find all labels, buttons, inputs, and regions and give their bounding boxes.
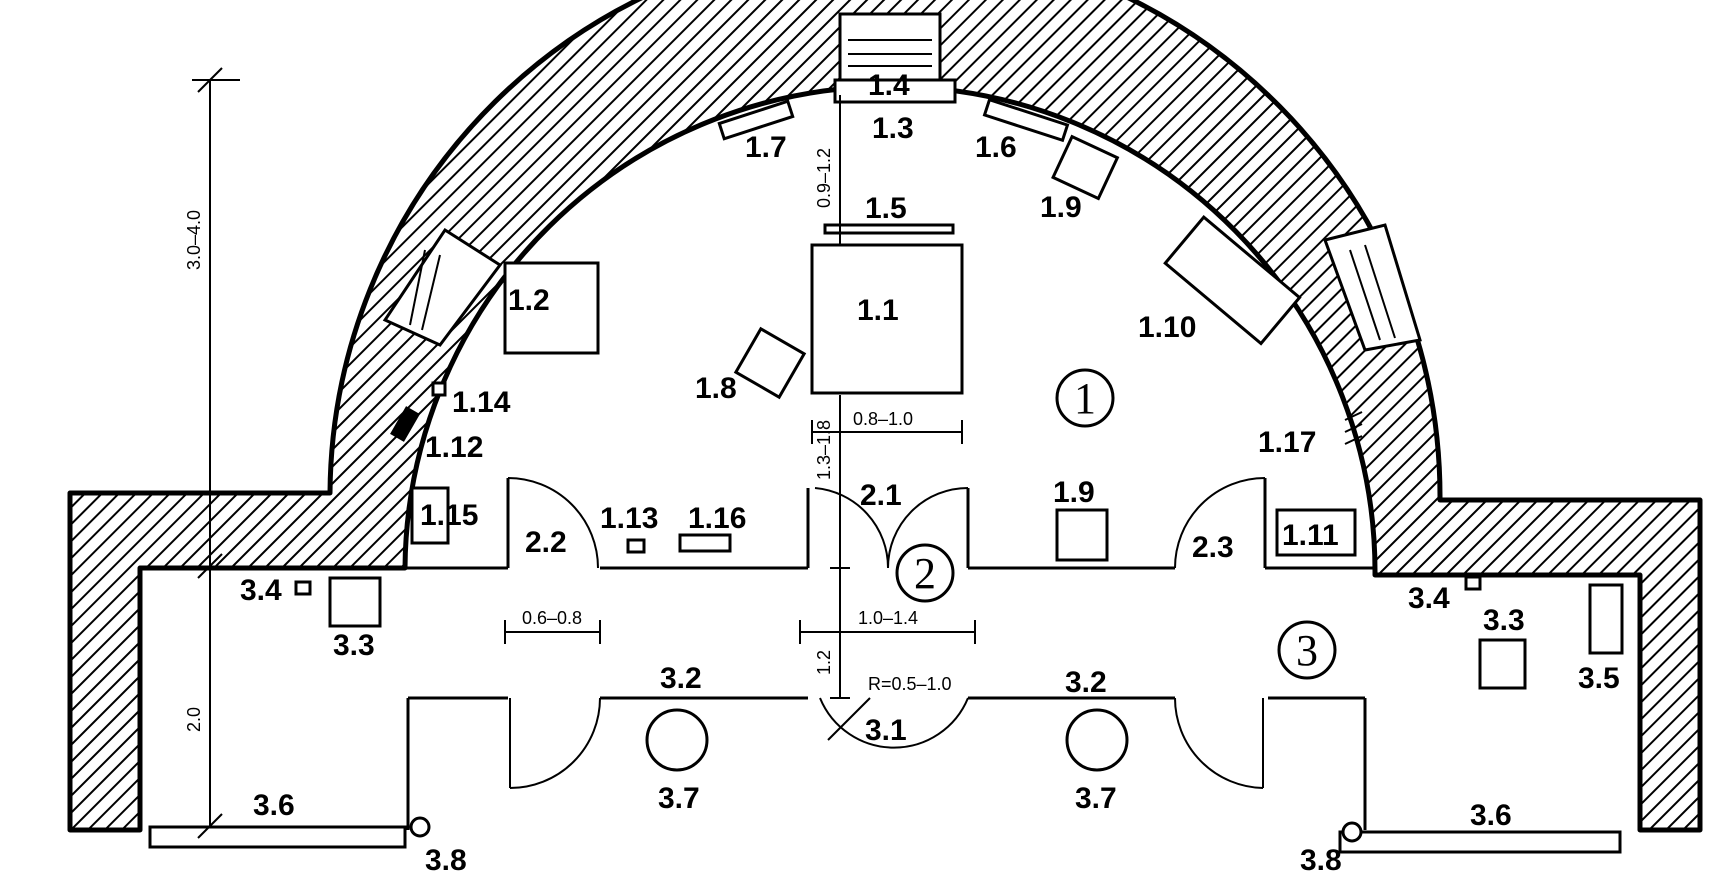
dimension-lines (192, 67, 976, 839)
label-1-7: 1.7 (745, 131, 787, 164)
item-1-10 (1163, 215, 1302, 346)
dimension-labels: 3.0–4.0 2.0 0.9–1.2 1.3–1.8 0.8–1.0 0.6–… (184, 148, 952, 732)
dim-radius: R=0.5–1.0 (868, 674, 952, 694)
dim-total: 3.0–4.0 (184, 210, 204, 270)
label-3-7-left: 3.7 (658, 782, 700, 815)
label-3-5: 3.5 (1578, 662, 1620, 695)
label-1-12: 1.12 (425, 431, 483, 464)
label-3-2-right: 3.2 (1065, 666, 1107, 699)
label-3-1: 3.1 (865, 714, 907, 747)
label-1-10: 1.10 (1138, 311, 1196, 344)
item-1-6 (982, 97, 1070, 143)
dim-mid: 1.3–1.8 (814, 420, 834, 480)
item-1-1 (810, 243, 964, 395)
label-1-1: 1.1 (857, 294, 899, 327)
label-3-6-left: 3.6 (253, 789, 295, 822)
item-3-6-right (1338, 830, 1622, 854)
item-1-13 (626, 538, 646, 554)
zone-1-label: 1 (1074, 374, 1096, 423)
label-1-17: 1.17 (1258, 426, 1316, 459)
item-1-9-bottom (1055, 508, 1109, 562)
item-3-7-right (1065, 708, 1129, 772)
item-3-4-right (1464, 575, 1482, 591)
label-3-4-right: 3.4 (1408, 582, 1450, 615)
label-2-3: 2.3 (1192, 531, 1234, 564)
item-labels: 1.1 1.2 1.3 1.4 1.5 1.6 1.7 1.8 1.9 1.9 … (240, 69, 1620, 877)
label-1-9-top: 1.9 (1040, 191, 1082, 224)
label-1-14: 1.14 (452, 386, 511, 419)
label-3-3-right: 3.3 (1483, 604, 1525, 637)
dim-left: 0.6–0.8 (522, 608, 582, 628)
label-3-4-left: 3.4 (240, 574, 282, 607)
item-1-7 (717, 99, 795, 141)
dim-lower: 2.0 (184, 707, 204, 732)
item-1-5 (823, 223, 955, 235)
zone-2-label: 2 (914, 549, 936, 598)
label-3-3-left: 3.3 (333, 629, 375, 662)
dim-door: 1.0–1.4 (858, 608, 918, 628)
label-3-7-right: 3.7 (1075, 782, 1117, 815)
label-1-5: 1.5 (865, 192, 907, 225)
doors (507, 477, 1266, 789)
label-1-6: 1.6 (975, 131, 1017, 164)
item-3-8-left (409, 816, 431, 838)
label-1-4: 1.4 (868, 69, 910, 102)
furniture (148, 78, 1624, 854)
item-3-3-right (1478, 638, 1527, 690)
label-2-2: 2.2 (525, 526, 567, 559)
outer-wall (67, 0, 1703, 833)
dim-top: 0.9–1.2 (814, 148, 834, 208)
item-1-11 (1275, 508, 1357, 557)
label-1-2: 1.2 (508, 284, 550, 317)
label-1-15: 1.15 (420, 499, 478, 532)
label-1-9-bottom: 1.9 (1053, 476, 1095, 509)
item-1-16 (678, 533, 732, 553)
item-1-12 (390, 406, 420, 442)
dim-small: 1.2 (814, 650, 834, 675)
item-1-9-top (1051, 134, 1120, 201)
zone-3-label: 3 (1296, 626, 1318, 675)
label-3-6-right: 3.6 (1470, 799, 1512, 832)
label-1-13: 1.13 (600, 502, 658, 535)
label-3-8-left: 3.8 (425, 844, 467, 877)
item-1-15 (410, 486, 450, 545)
item-3-4-left (294, 580, 312, 596)
item-3-8-right (1341, 821, 1363, 843)
zone-markers: 1 2 3 (895, 368, 1337, 680)
item-1-4 (833, 78, 957, 104)
label-3-8-right: 3.8 (1300, 844, 1342, 877)
label-1-16: 1.16 (688, 502, 746, 535)
label-1-3: 1.3 (872, 112, 914, 145)
label-3-2-left: 3.2 (660, 662, 702, 695)
label-2-1: 2.1 (860, 479, 902, 512)
label-1-11: 1.11 (1282, 519, 1339, 552)
arc-windows (382, 12, 1422, 352)
item-1-14 (431, 381, 447, 397)
item-3-6-left (148, 825, 407, 849)
item-1-8 (733, 326, 807, 400)
dim-table: 0.8–1.0 (853, 409, 913, 429)
item-1-2 (503, 261, 600, 355)
item-1-17 (1344, 411, 1363, 445)
item-3-5 (1588, 583, 1624, 655)
item-3-7-left (645, 708, 709, 772)
label-1-8: 1.8 (695, 372, 737, 405)
item-3-3-left (328, 576, 382, 628)
